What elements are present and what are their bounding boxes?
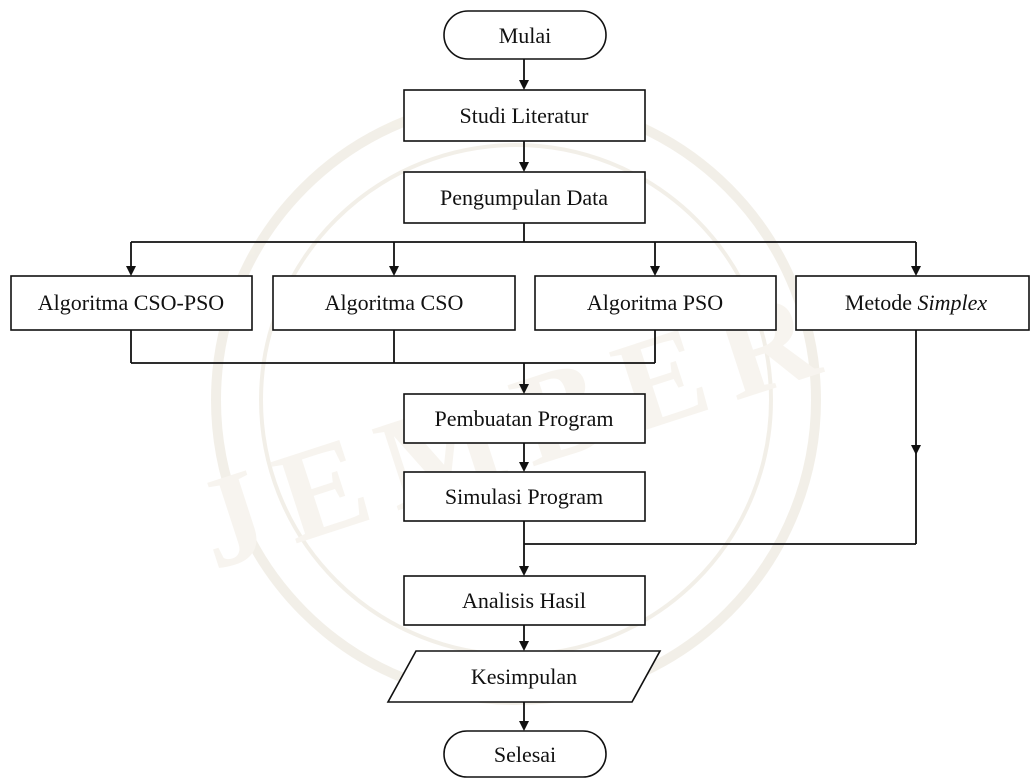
program-simulation-box: Simulasi Program: [403, 471, 646, 522]
simplex-italic: Simplex: [918, 290, 988, 315]
literature-study-box: Studi Literatur: [403, 89, 646, 142]
program-build-box: Pembuatan Program: [403, 393, 646, 444]
algorithm-cso-label: Algoritma CSO: [325, 290, 464, 315]
simplex-method-label: Metode Simplex: [845, 290, 988, 315]
data-collection-box: Pengumpulan Data: [403, 171, 646, 224]
connectors: [126, 59, 921, 731]
start-label: Mulai: [499, 23, 552, 48]
algorithm-cso-pso-box: Algoritma CSO-PSO: [10, 275, 253, 331]
conclusion-label: Kesimpulan: [471, 664, 577, 689]
simplex-prefix: Metode: [845, 290, 918, 315]
program-build-label: Pembuatan Program: [434, 406, 613, 431]
literature-study-label: Studi Literatur: [460, 103, 590, 128]
algorithm-cso-pso-label: Algoritma CSO-PSO: [38, 290, 224, 315]
algorithm-pso-label: Algoritma PSO: [587, 290, 723, 315]
conclusion-parallelogram: Kesimpulan: [386, 650, 662, 703]
end-terminator: Selesai: [443, 730, 607, 778]
result-analysis-label: Analisis Hasil: [462, 588, 586, 613]
data-collection-label: Pengumpulan Data: [440, 185, 608, 210]
result-analysis-box: Analisis Hasil: [403, 575, 646, 626]
simplex-method-box: Metode Simplex: [795, 275, 1030, 331]
algorithm-pso-box: Algoritma PSO: [534, 275, 777, 331]
algorithm-cso-box: Algoritma CSO: [272, 275, 516, 331]
end-label: Selesai: [494, 742, 556, 767]
start-terminator: Mulai: [443, 10, 607, 60]
program-simulation-label: Simulasi Program: [445, 484, 603, 509]
